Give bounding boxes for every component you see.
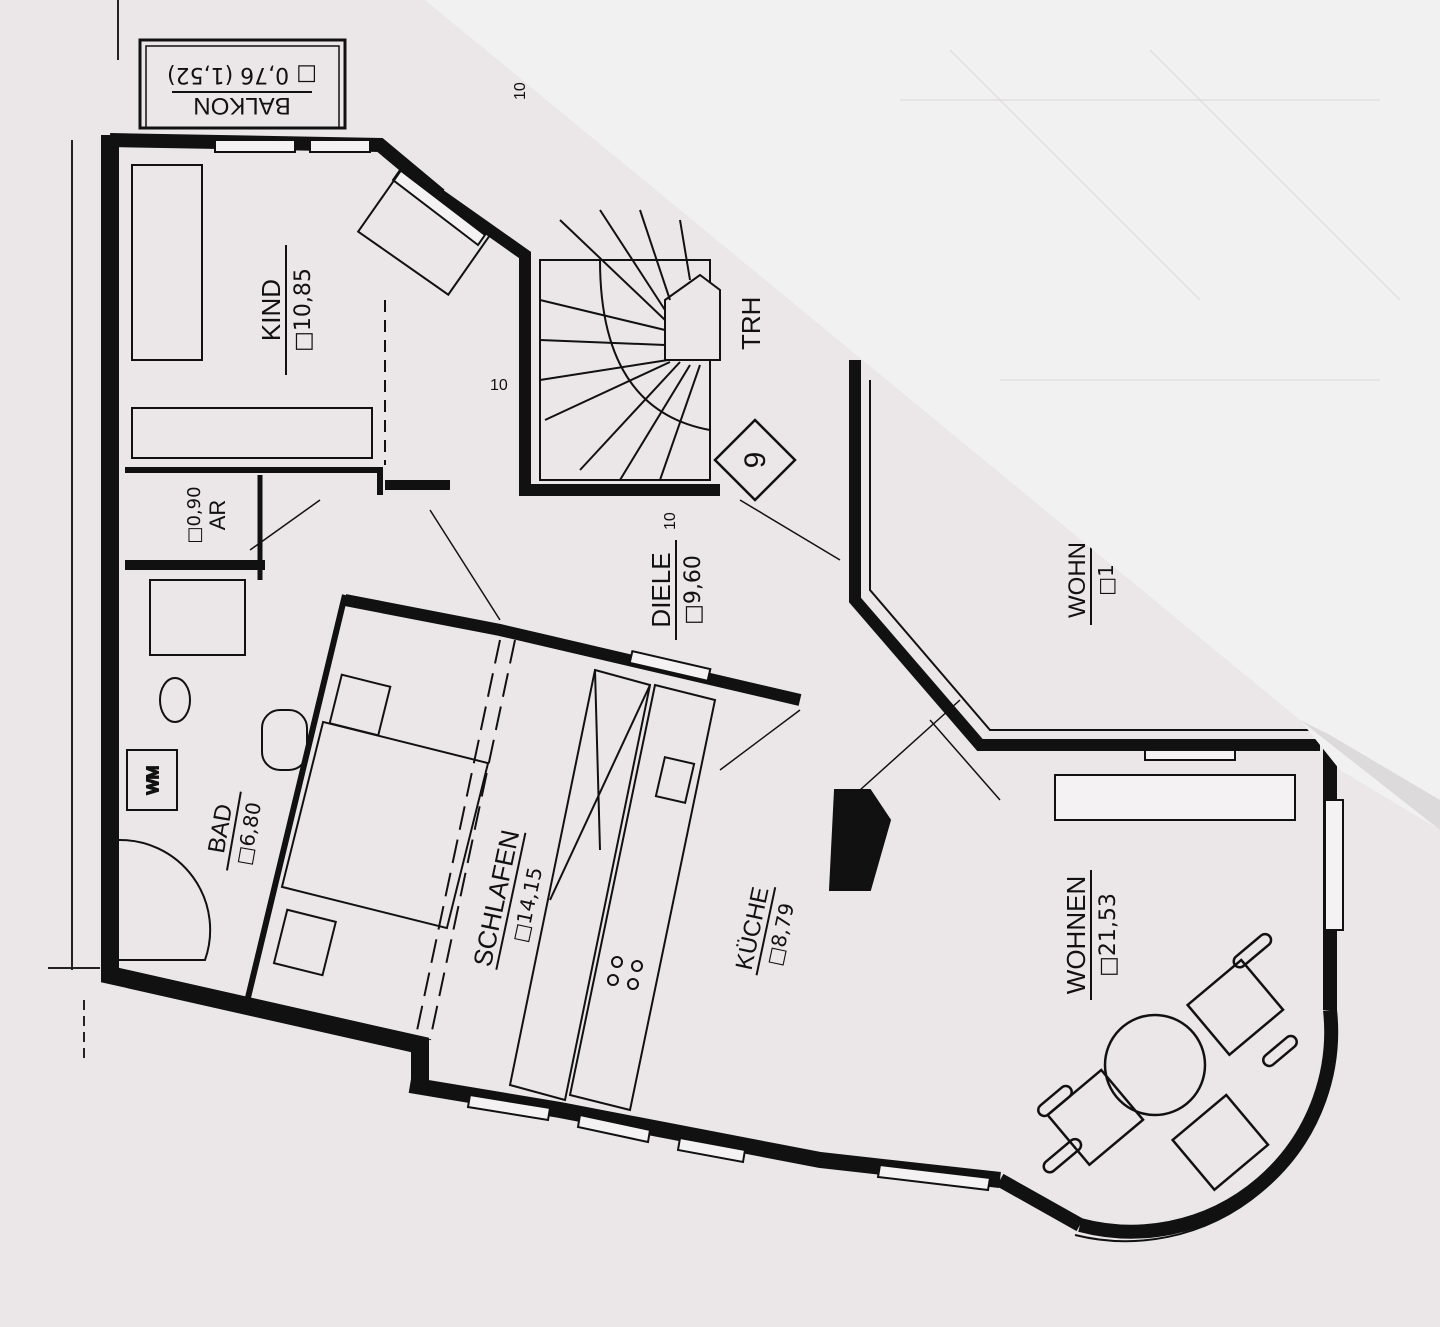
dimension-stair-left: 10 — [490, 377, 508, 394]
room-label-wohnen: WOHNEN □21,53 — [1061, 870, 1121, 1000]
folded-page-corner — [425, 0, 1440, 830]
furniture-kueche — [508, 668, 717, 1112]
svg-text:9: 9 — [739, 452, 772, 469]
svg-text:□10,85: □10,85 — [291, 268, 316, 352]
room-area-balkon: □ 0,76 (1,52) — [167, 62, 317, 87]
svg-text:WOHN: WOHN — [1064, 542, 1091, 618]
plan-frame-lines — [48, 0, 119, 1060]
svg-text:WM: WM — [145, 766, 162, 794]
stair-label: TRH — [736, 297, 766, 350]
svg-text:WOHNEN: WOHNEN — [1061, 876, 1091, 994]
bay-window — [1078, 1009, 1339, 1239]
room-label-kind: KIND □10,85 — [256, 245, 316, 375]
svg-text:□1: □1 — [1094, 564, 1118, 596]
svg-text:□9,60: □9,60 — [681, 555, 706, 625]
furniture-bad: WM — [117, 579, 308, 961]
windows — [214, 139, 1344, 1192]
svg-text:AR: AR — [205, 500, 230, 531]
door-swings — [249, 499, 1001, 801]
room-label-diele: DIELE □9,60 — [646, 540, 706, 640]
svg-text:DIELE: DIELE — [646, 552, 676, 627]
svg-text:KIND: KIND — [256, 279, 286, 341]
upper-right-room — [869, 380, 1310, 731]
washing-machine — [126, 749, 178, 811]
fold-shadow — [1300, 720, 1440, 830]
balcony: BALKON □ 0,76 (1,52) — [138, 38, 347, 130]
svg-text:□21,53: □21,53 — [1096, 893, 1121, 977]
furniture-schlafen — [272, 639, 516, 1041]
dimension-top: 10 — [512, 82, 529, 100]
furniture-wohnen — [1037, 932, 1298, 1192]
room-name-balkon: BALKON — [193, 92, 290, 119]
furniture-kind — [131, 164, 493, 465]
walls — [101, 133, 1337, 1188]
fold-faint-lines — [900, 49, 1401, 381]
step-marker: 9 — [713, 418, 797, 502]
svg-text:□0,90: □0,90 — [184, 486, 205, 543]
staircase — [539, 209, 721, 481]
dimension-stair-bottom: 10 — [662, 512, 679, 530]
room-label-ar: □0,90 AR — [184, 486, 230, 543]
room-label-wohnen-upper: WOHN □1 — [1064, 535, 1118, 625]
